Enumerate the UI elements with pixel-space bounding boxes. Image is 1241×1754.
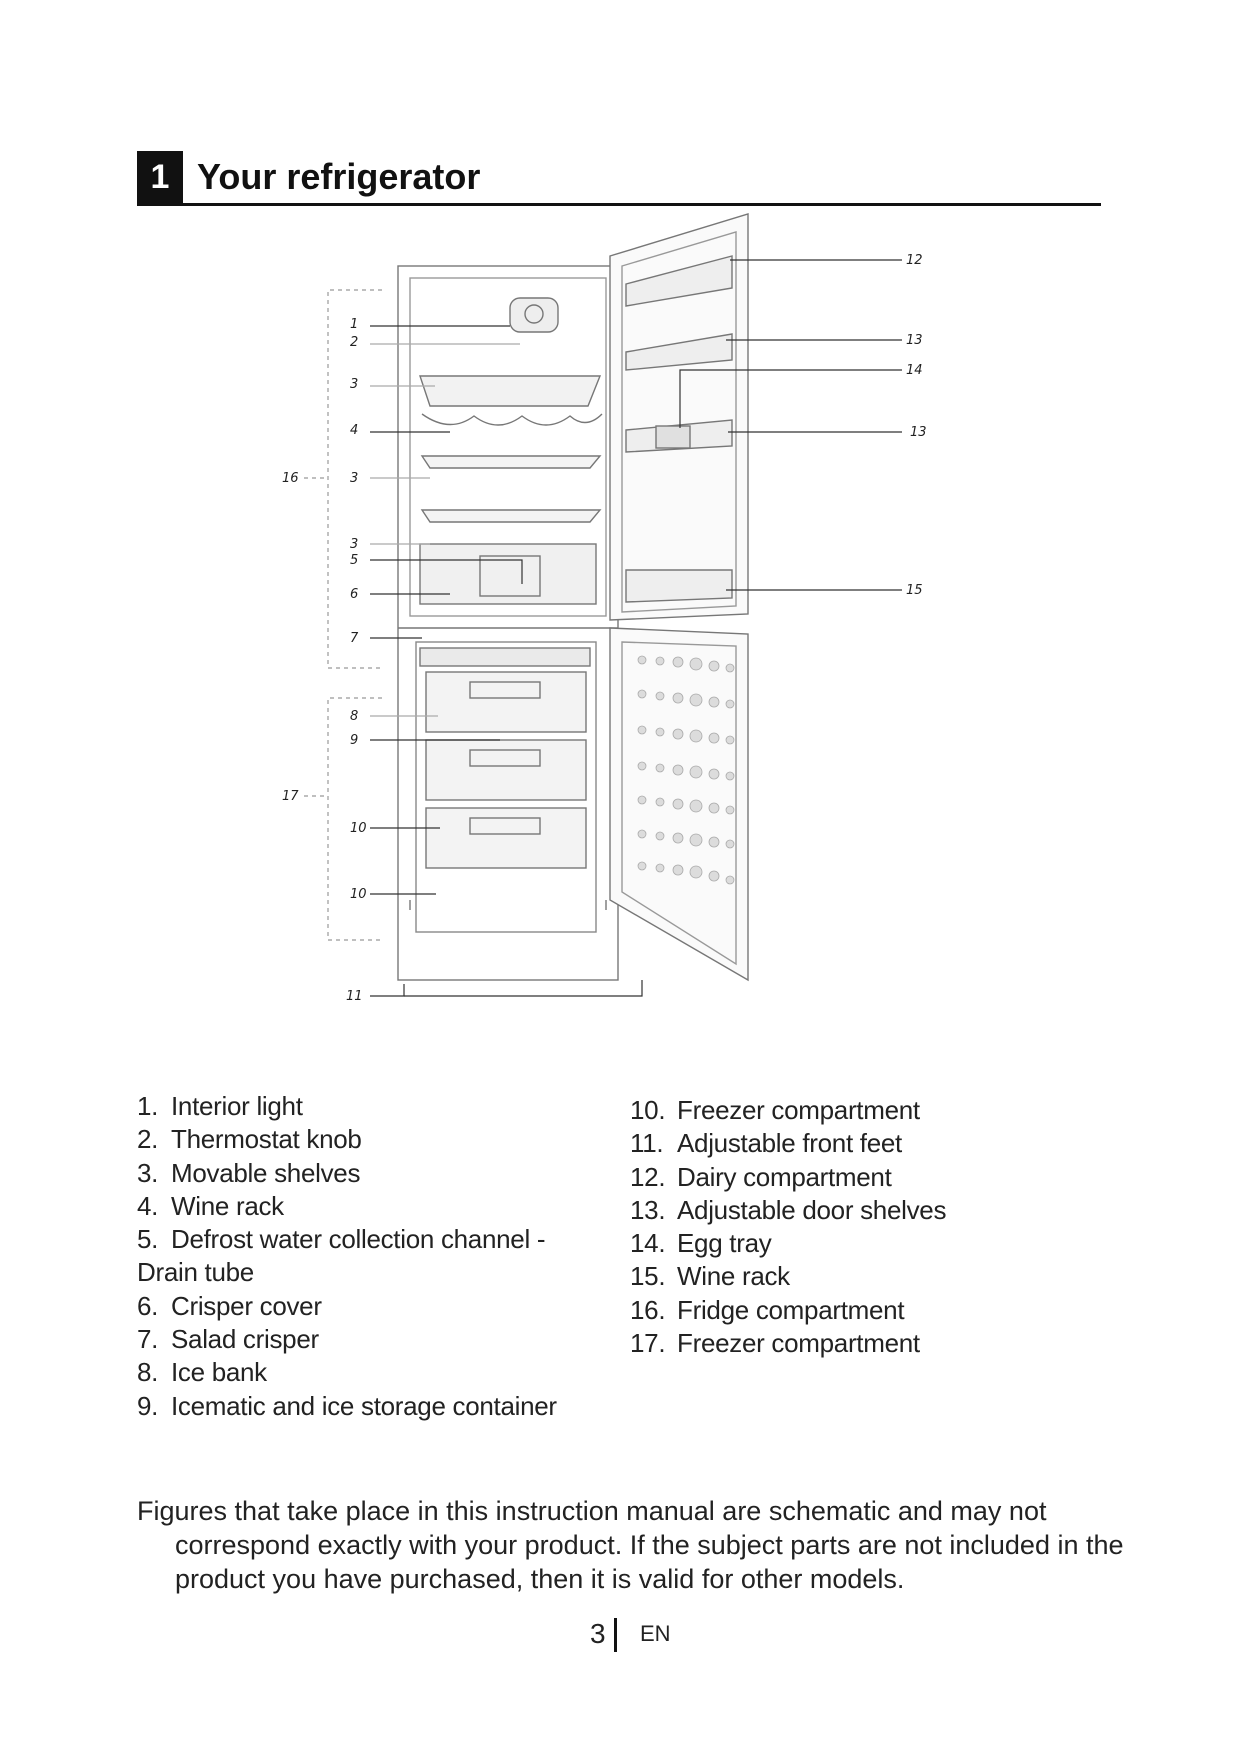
list-item: 17.Freezer compartment <box>630 1327 1100 1360</box>
callout-4: 4 <box>350 423 358 438</box>
callout-5: 5 <box>350 553 358 568</box>
list-item: 7.Salad crisper <box>137 1323 607 1356</box>
callout-9: 9 <box>350 733 358 748</box>
list-item: 4.Wine rack <box>137 1190 607 1223</box>
list-item: 8.Ice bank <box>137 1356 607 1389</box>
callout-1: 1 <box>350 317 358 332</box>
section-number: 1 <box>137 151 183 203</box>
list-item: 11.Adjustable front feet <box>630 1127 1100 1160</box>
parts-list-right: 10.Freezer compartment 11.Adjustable fro… <box>630 1094 1100 1360</box>
list-item: 3.Movable shelves <box>137 1157 607 1190</box>
callout-14: 14 <box>906 363 923 378</box>
callout-10a: 10 <box>350 821 367 836</box>
section-header: 1 Your refrigerator <box>137 151 1101 206</box>
footer-divider <box>614 1618 617 1652</box>
section-title: Your refrigerator <box>197 151 480 203</box>
callout-13b: 13 <box>910 425 927 440</box>
list-item: 1.Interior light <box>137 1090 607 1123</box>
list-item: 6.Crisper cover <box>137 1290 607 1323</box>
list-item: 2.Thermostat knob <box>137 1123 607 1156</box>
callout-3c: 3 <box>350 537 358 552</box>
list-item: 12.Dairy compartment <box>630 1161 1100 1194</box>
callout-15: 15 <box>906 583 923 598</box>
callout-3b: 3 <box>350 471 358 486</box>
list-item: 10.Freezer compartment <box>630 1094 1100 1127</box>
callout-8: 8 <box>350 709 358 724</box>
callout-2: 2 <box>350 335 358 350</box>
callout-11: 11 <box>346 989 363 1004</box>
list-item: 13.Adjustable door shelves <box>630 1194 1100 1227</box>
refrigerator-diagram: 1 2 3 4 3 16 3 5 6 7 8 9 17 10 10 11 12 … <box>270 210 960 1080</box>
parts-list-left: 1.Interior light 2.Thermostat knob 3.Mov… <box>137 1090 607 1423</box>
callout-12: 12 <box>906 253 923 268</box>
list-item: 16.Fridge compartment <box>630 1294 1100 1327</box>
page-number: 3 <box>590 1614 606 1654</box>
list-item: 5.Defrost water collection channel - Dra… <box>137 1223 607 1290</box>
callout-3a: 3 <box>350 377 358 392</box>
list-item: 9.Icematic and ice storage container <box>137 1390 607 1423</box>
page-footer: 3 EN <box>0 1614 1241 1654</box>
callout-6: 6 <box>350 587 358 602</box>
callout-13a: 13 <box>906 333 923 348</box>
list-item: 14.Egg tray <box>630 1227 1100 1260</box>
callout-16: 16 <box>282 471 299 486</box>
callout-10b: 10 <box>350 887 367 902</box>
language-code: EN <box>640 1614 671 1654</box>
list-item: 15.Wine rack <box>630 1260 1100 1293</box>
callout-17: 17 <box>282 789 299 804</box>
callout-7: 7 <box>350 631 359 646</box>
disclaimer-text: Figures that take place in this instruct… <box>137 1494 1165 1596</box>
